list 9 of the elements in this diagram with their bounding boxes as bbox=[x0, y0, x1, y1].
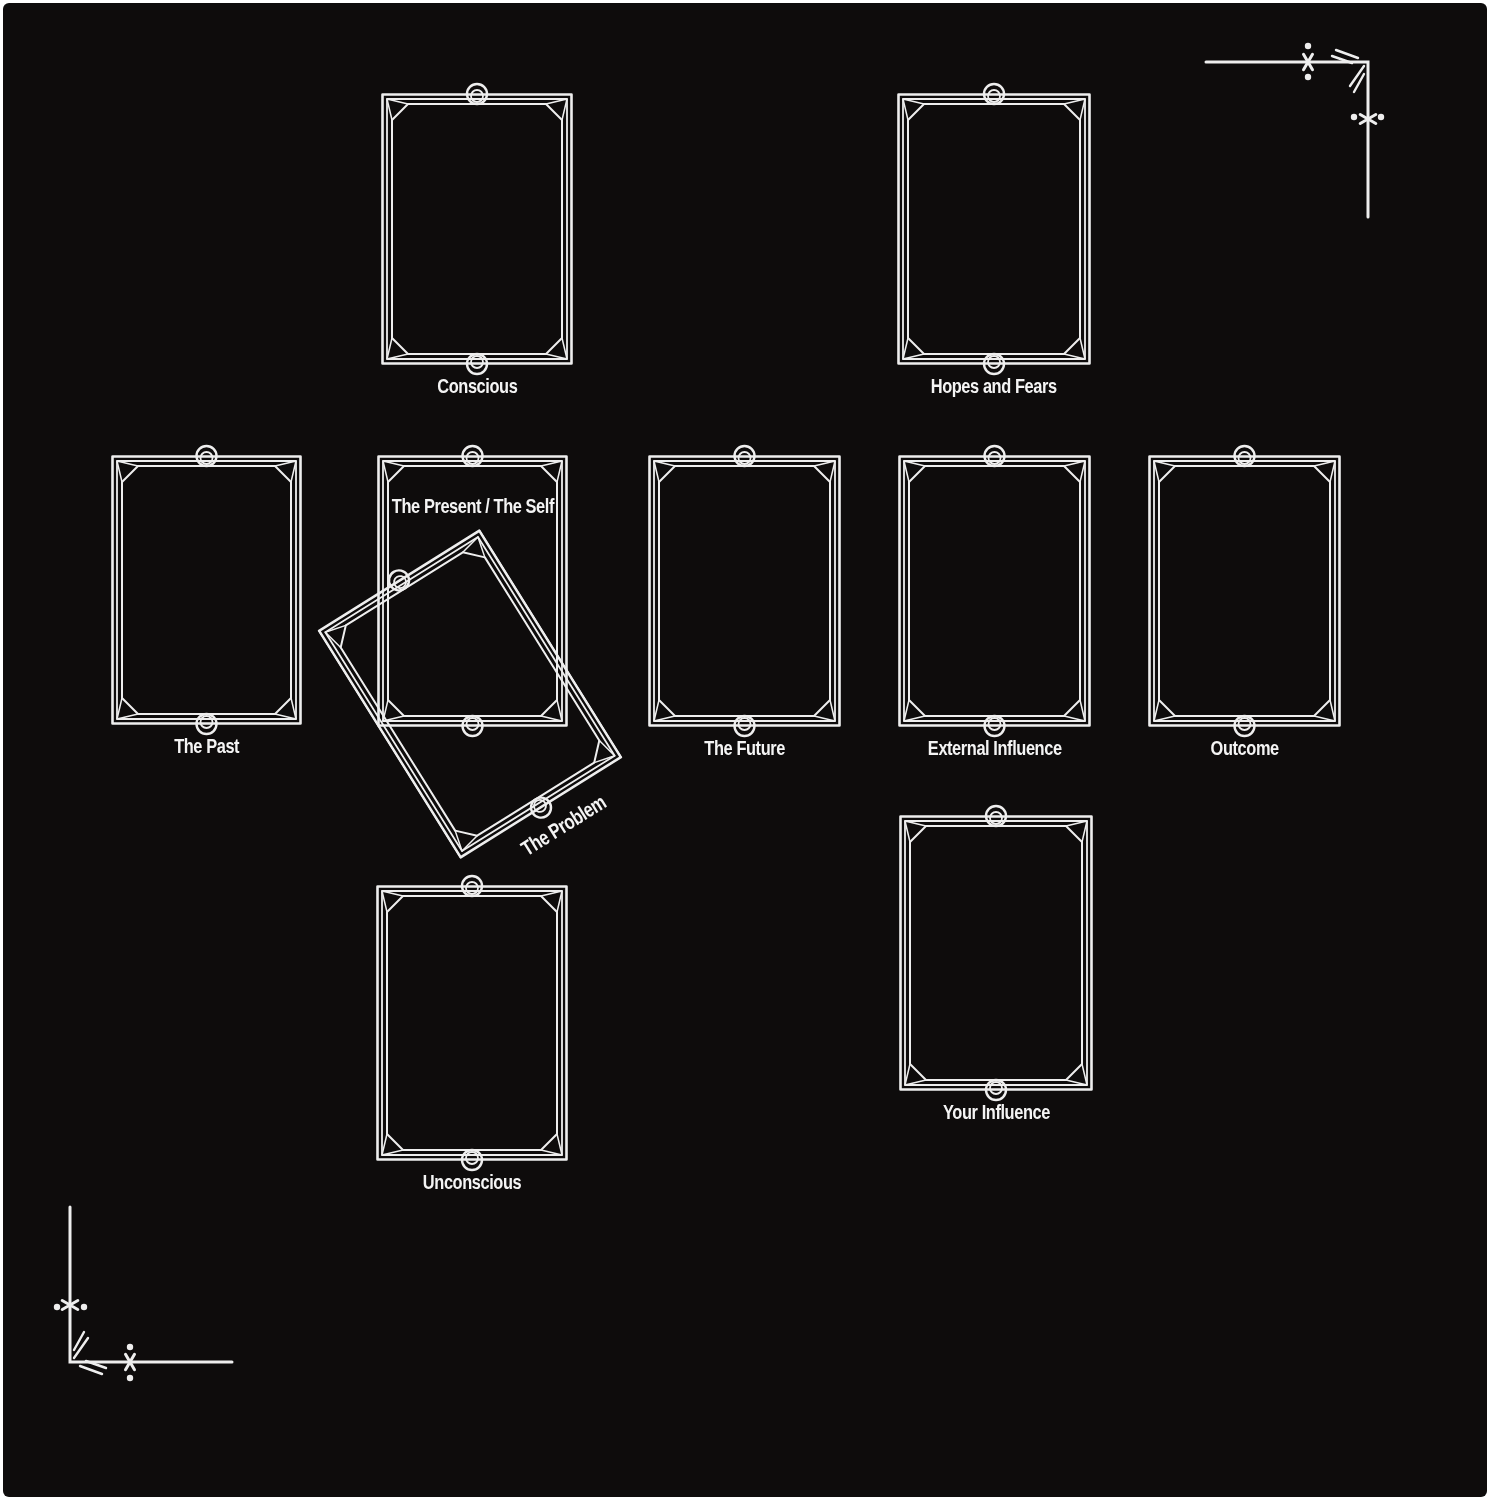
card-label: Outcome bbox=[1210, 736, 1279, 760]
card-label: The Past bbox=[174, 734, 239, 758]
card-label: The Present / The Self bbox=[391, 494, 554, 518]
card-label: Unconscious bbox=[422, 1170, 522, 1194]
card-label: Your Influence bbox=[942, 1100, 1050, 1124]
card-label: External Influence bbox=[927, 736, 1062, 760]
card-label: Conscious bbox=[437, 374, 517, 398]
card-label: The Future bbox=[704, 736, 785, 760]
card-label: Hopes and Fears bbox=[931, 374, 1057, 398]
